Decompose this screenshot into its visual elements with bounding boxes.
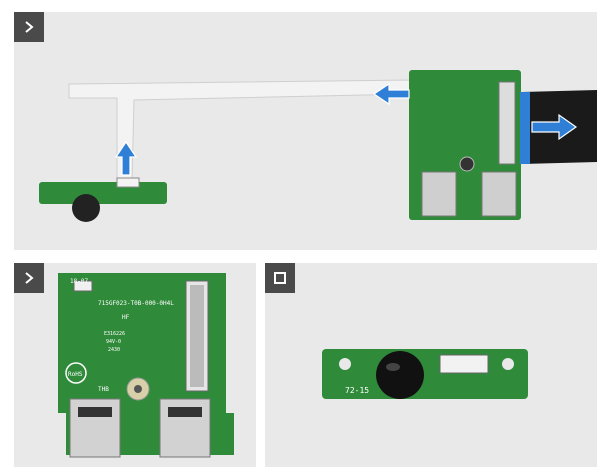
stop-button[interactable]	[265, 263, 295, 293]
thb-text: THB	[98, 386, 109, 393]
arrow-left-icon	[372, 82, 410, 106]
arrow-right-icon	[531, 113, 578, 141]
next-button[interactable]	[14, 263, 44, 293]
next-button[interactable]	[14, 12, 44, 42]
date-code-text: 18-07	[70, 278, 88, 285]
board-label-text: 72-15	[345, 386, 369, 395]
io-board-photo: 18-07 715GF023-T0B-000-0H4L HF E316226 9…	[58, 273, 234, 458]
power-button-knob	[72, 194, 100, 222]
power-board-panel: 72-15	[265, 263, 597, 467]
usb-port-1-tongue	[78, 407, 112, 417]
connector	[116, 177, 140, 188]
knob-highlight	[386, 363, 400, 371]
overview-photo	[39, 70, 597, 222]
chevron-right-icon	[25, 272, 34, 284]
io-board-panel: 18-07 715GF023-T0B-000-0H4L HF E316226 9…	[14, 263, 256, 467]
audio-jack	[459, 156, 475, 172]
rohs-mark	[65, 362, 87, 384]
hf-text: HF	[122, 314, 130, 321]
power-board-photo: 72-15	[322, 349, 528, 399]
chevron-right-icon	[25, 21, 34, 33]
rev-text: 2430	[108, 347, 120, 353]
arrow-up-icon	[114, 140, 138, 176]
power-board-small	[39, 182, 167, 204]
small-connector	[73, 280, 93, 292]
ribbon-connector	[439, 354, 489, 374]
cable-tab	[520, 92, 530, 164]
fpc-slot	[190, 285, 204, 387]
square-icon	[274, 272, 286, 284]
flame-text: 94V-0	[106, 339, 121, 345]
part-number-text: 715GF023-T0B-000-0H4L	[98, 300, 174, 307]
mount-hole-right	[502, 358, 514, 370]
mount-hole-left	[339, 358, 351, 370]
fpc-connector	[498, 81, 516, 165]
cert-text: E316226	[104, 331, 125, 337]
ribbon-cable	[68, 79, 415, 181]
usb-port-2-tongue	[168, 407, 202, 417]
power-button-knob	[376, 351, 424, 399]
usb-port-1	[421, 171, 457, 217]
audio-jack-hole	[134, 385, 142, 393]
rohs-text: RoHS	[68, 371, 83, 378]
usb-port-2	[481, 171, 517, 217]
overview-panel	[14, 12, 597, 250]
